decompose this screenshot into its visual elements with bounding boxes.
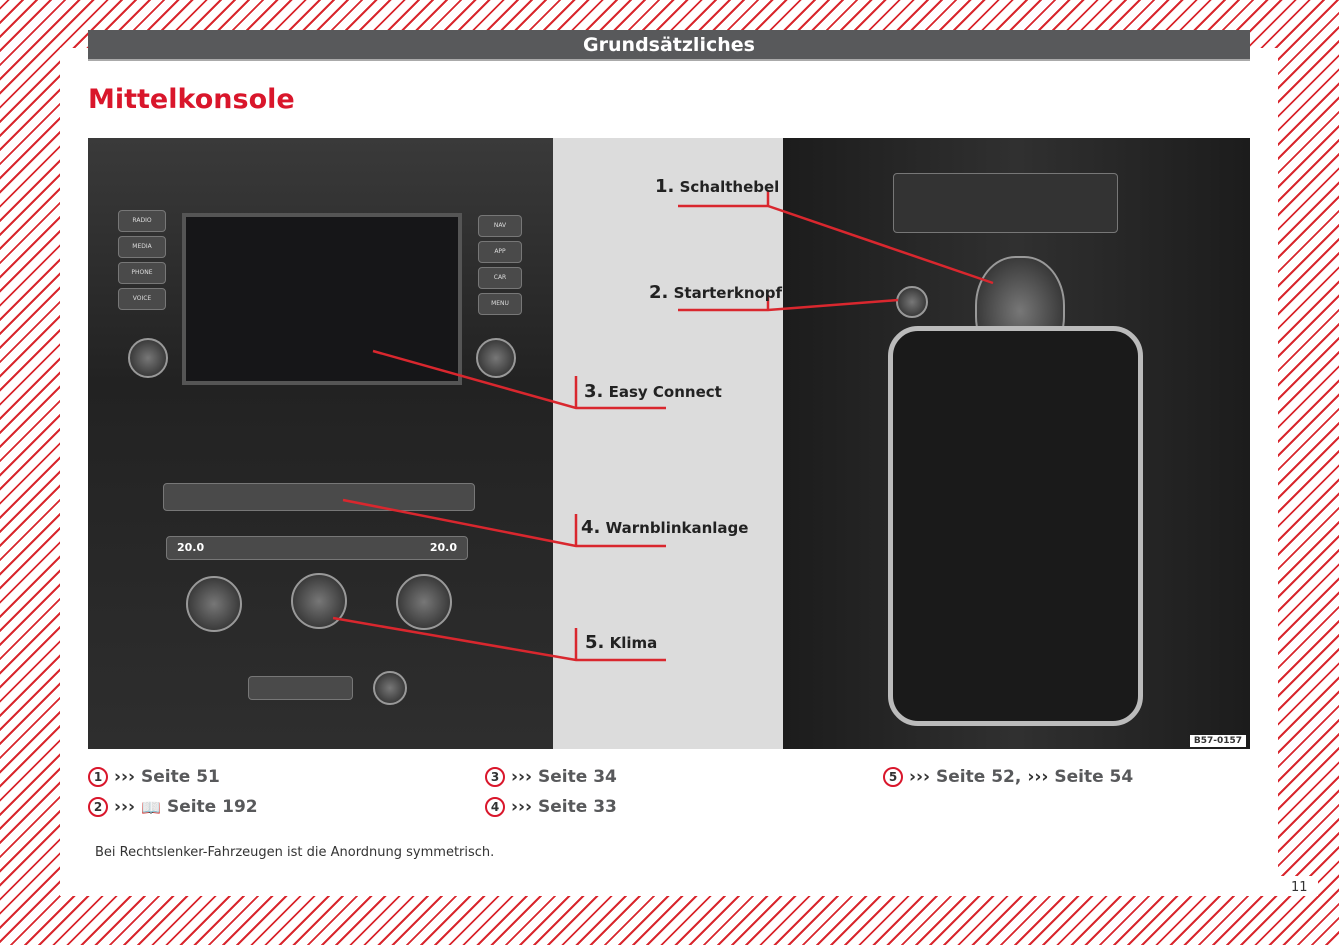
- power-socket: [373, 671, 407, 705]
- hazard-button-strip: [163, 483, 475, 511]
- phone-button: PHONE: [118, 262, 166, 284]
- callout-5: 5. Klima: [585, 632, 658, 653]
- climate-knob-left: [186, 576, 242, 632]
- section-header: Grundsätzliches: [88, 30, 1250, 61]
- book-search-icon: 📖: [141, 797, 161, 817]
- callout-1: 1. Schalthebel: [655, 176, 780, 197]
- nav-button: NAV: [478, 215, 522, 237]
- media-button: MEDIA: [118, 236, 166, 258]
- usb-ports-rear: [893, 173, 1118, 233]
- usb-ports: [248, 676, 353, 700]
- climate-knob-right: [396, 574, 452, 630]
- center-console-figure: RADIO MEDIA PHONE VOICE NAV APP CAR MENU…: [88, 138, 1250, 749]
- callout-4: 4. Warnblinkanlage: [581, 517, 749, 538]
- voice-button: VOICE: [118, 288, 166, 310]
- reference-1[interactable]: 1›››Seite 51: [88, 767, 220, 787]
- car-button: CAR: [478, 267, 522, 289]
- figure-code: B57-0157: [1189, 735, 1246, 747]
- radio-button: RADIO: [118, 210, 166, 232]
- tune-knob: [476, 338, 516, 378]
- note-text: Bei Rechtslenker-Fahrzeugen ist die Anor…: [95, 845, 495, 860]
- reference-5[interactable]: 5›››Seite 52,›››Seite 54: [883, 767, 1133, 787]
- reference-2[interactable]: 2›››📖Seite 192: [88, 797, 258, 817]
- start-button: [896, 286, 928, 318]
- callout-3: 3. Easy Connect: [584, 381, 722, 402]
- infotainment-screen: [182, 213, 462, 385]
- reference-4[interactable]: 4›››Seite 33: [485, 797, 617, 817]
- menu-button: MENU: [478, 293, 522, 315]
- reference-3[interactable]: 3›››Seite 34: [485, 767, 617, 787]
- page-number: 11: [1291, 880, 1308, 895]
- volume-knob: [128, 338, 168, 378]
- dashboard-photo: RADIO MEDIA PHONE VOICE NAV APP CAR MENU…: [88, 138, 553, 749]
- app-button: APP: [478, 241, 522, 263]
- page-title: Mittelkonsole: [88, 84, 295, 115]
- callout-2: 2. Starterknopf: [649, 282, 783, 303]
- callout-lines: [332, 190, 994, 662]
